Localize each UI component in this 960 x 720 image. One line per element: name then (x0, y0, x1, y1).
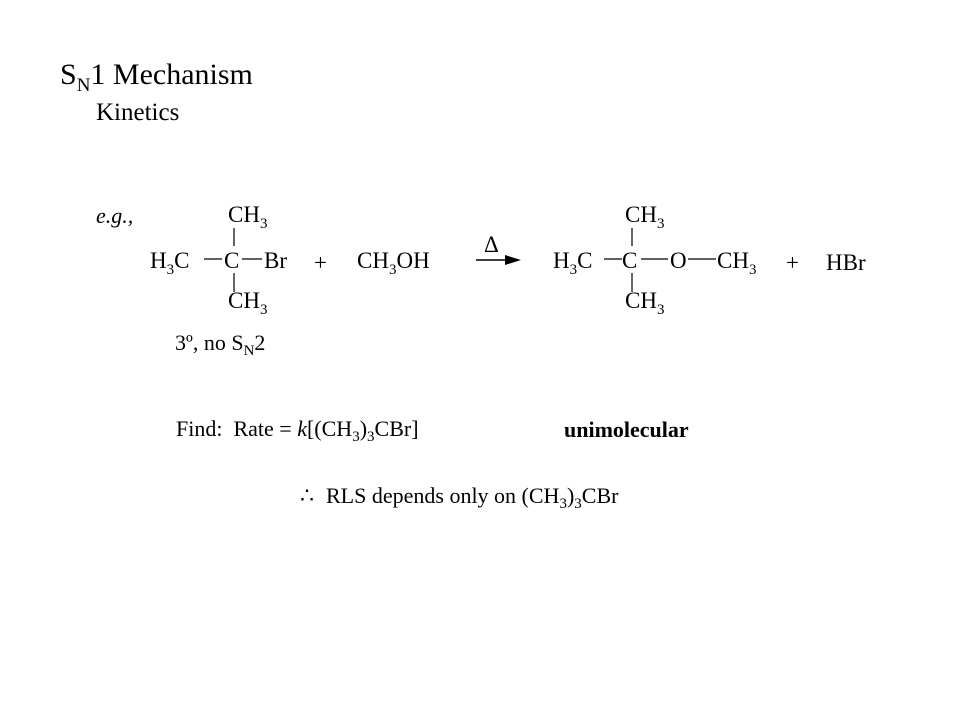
reactant-bromine: Br (264, 248, 287, 273)
product-left-methyl: H3C (553, 248, 592, 278)
page-title: SN1 Mechanism (60, 58, 253, 96)
byproduct-hbr: HBr (826, 250, 866, 275)
conclusion: ∴RLS depends only on (CH3)3CBr (300, 483, 619, 512)
product-structure: CH3 H3C C O CH3 CH3 (553, 202, 756, 318)
heat-delta-symbol: Δ (484, 232, 499, 257)
reactant-structure: CH3 H3C C Br CH3 (150, 202, 287, 318)
product-top-methyl: CH3 (625, 202, 664, 232)
plus-sign-1: + (314, 250, 327, 275)
section-heading-kinetics: Kinetics (96, 99, 180, 126)
reaction-arrow: Δ (476, 232, 521, 265)
tertiary-note: 3º, no SN2 (175, 330, 266, 359)
reactant-left-methyl: H3C (150, 248, 189, 278)
unimolecular-label: unimolecular (564, 417, 689, 442)
product-oxygen: O (670, 248, 687, 273)
product-bottom-methyl: CH3 (625, 288, 664, 318)
rate-law: Find: Rate = k[(CH3)3CBr] (176, 416, 419, 445)
product-right-methyl: CH3 (717, 248, 756, 278)
reactant-top-methyl: CH3 (228, 202, 267, 232)
reagent-methanol: CH3OH (357, 248, 430, 278)
plus-sign-2: + (786, 250, 799, 275)
example-label: e.g., (96, 203, 134, 228)
reactant-center-carbon: C (224, 248, 239, 273)
reactant-bottom-methyl: CH3 (228, 288, 267, 318)
product-center-carbon: C (622, 248, 637, 273)
